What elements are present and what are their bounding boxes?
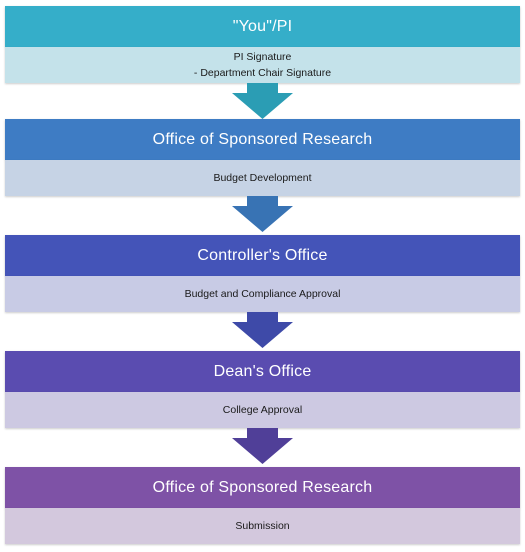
down-arrow: [232, 312, 293, 348]
step-header: "You"/PI: [5, 6, 520, 47]
step-header: Dean's Office: [5, 351, 520, 392]
step-header: Office of Sponsored Research: [5, 467, 520, 508]
step-title: Dean's Office: [213, 362, 312, 380]
step-office-of-sponsored-research-submission: Office of Sponsored Research Submission: [5, 467, 520, 544]
step-details: PI Signature - Department Chair Signatur…: [5, 47, 520, 83]
step-controllers-office: Controller's Office Budget and Complianc…: [5, 235, 520, 312]
approval-flow-diagram: "You"/PI PI Signature - Department Chair…: [5, 6, 520, 546]
step-title: Office of Sponsored Research: [152, 478, 373, 496]
step-details: Submission: [5, 508, 520, 544]
step-detail: - Department Chair Signature: [193, 67, 332, 79]
step-details: Budget Development: [5, 160, 520, 196]
step-detail: Submission: [235, 520, 290, 532]
step-details: College Approval: [5, 392, 520, 428]
step-title: "You"/PI: [232, 17, 293, 35]
down-arrow: [232, 196, 293, 232]
step-detail: PI Signature: [233, 51, 292, 63]
step-details: Budget and Compliance Approval: [5, 276, 520, 312]
step-header: Controller's Office: [5, 235, 520, 276]
down-arrow: [232, 428, 293, 464]
step-detail: College Approval: [222, 404, 303, 416]
down-arrow: [232, 83, 293, 119]
step-detail: Budget and Compliance Approval: [184, 288, 341, 300]
step-you-pi: "You"/PI PI Signature - Department Chair…: [5, 6, 520, 83]
step-title: Controller's Office: [197, 246, 328, 264]
step-title: Office of Sponsored Research: [152, 130, 373, 148]
step-deans-office: Dean's Office College Approval: [5, 351, 520, 428]
step-office-of-sponsored-research: Office of Sponsored Research Budget Deve…: [5, 119, 520, 196]
step-header: Office of Sponsored Research: [5, 119, 520, 160]
step-detail: Budget Development: [213, 172, 312, 184]
